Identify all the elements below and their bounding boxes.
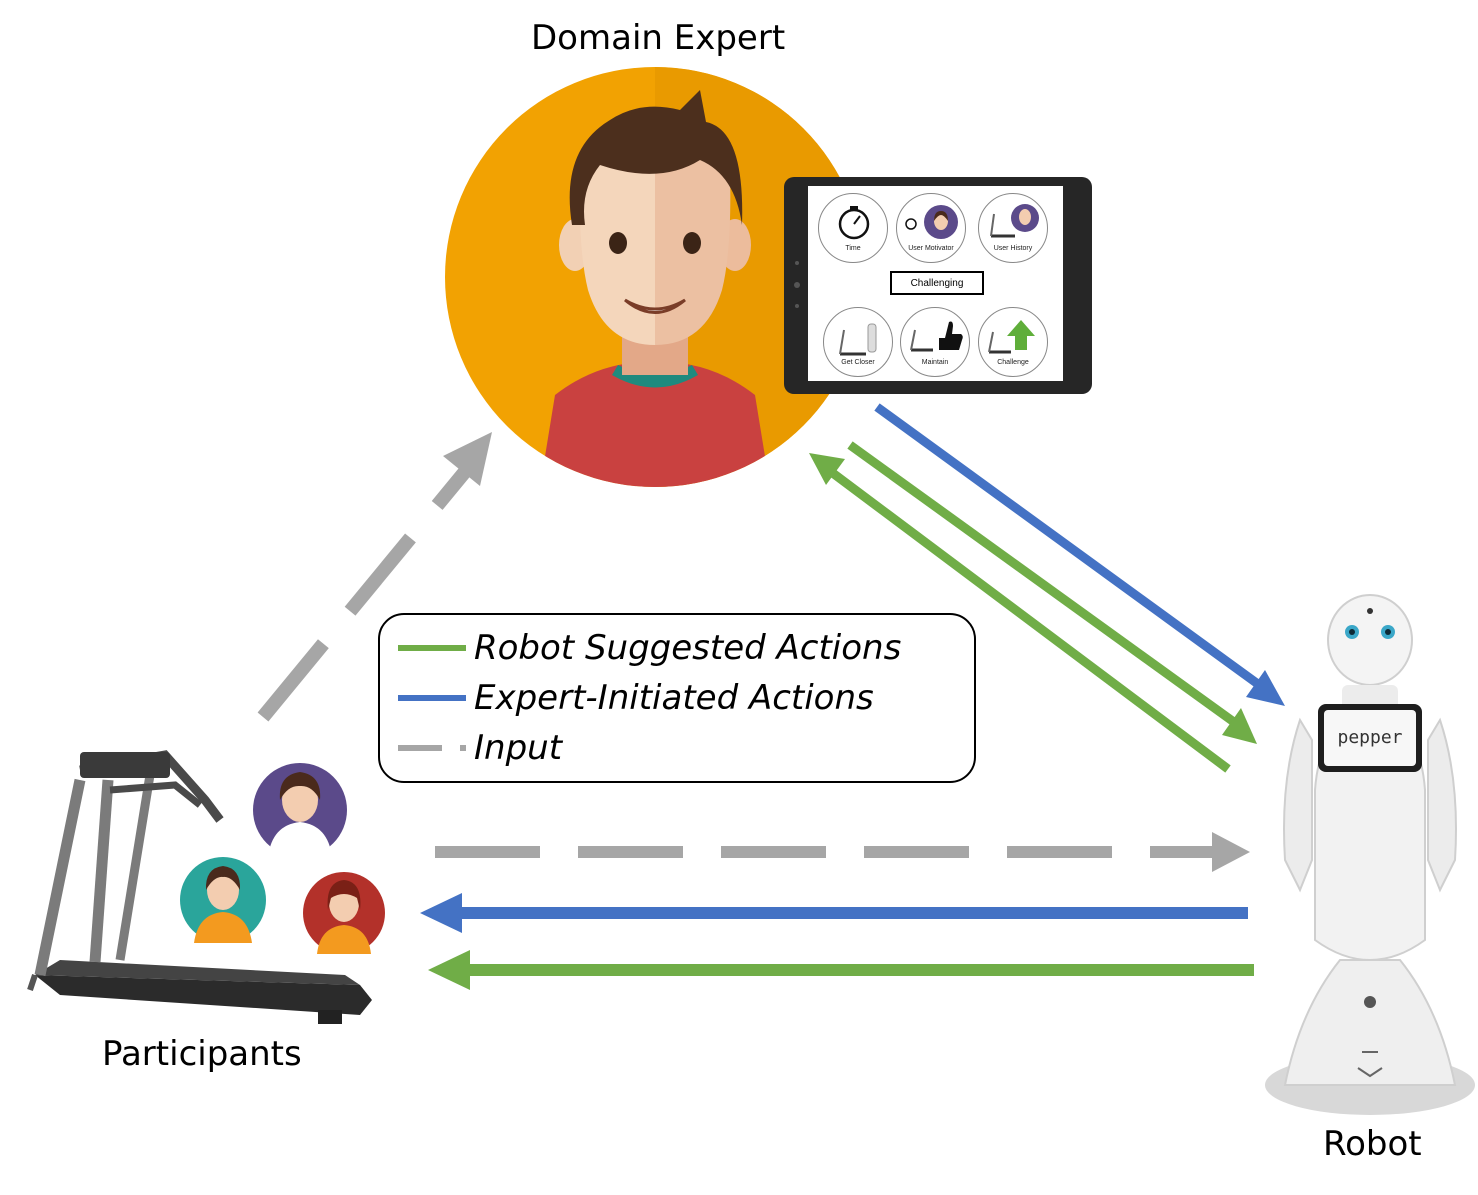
participants-to-expert-input — [257, 432, 492, 722]
tablet-button-label: Challenge — [997, 359, 1029, 366]
tablet-button-label: User History — [993, 245, 1033, 252]
pepper-robot — [1265, 594, 1475, 1115]
tablet-button-challenge[interactable]: Challenge — [978, 307, 1048, 377]
arrowhead-blue-to-robot — [1246, 670, 1285, 706]
tablet-button-maintain[interactable]: Maintain — [900, 307, 970, 377]
arrowhead-green-to-robot — [1222, 708, 1257, 744]
tablet-button-user-motivator[interactable]: User Motivator — [896, 193, 966, 263]
participant-avatar-purple — [253, 763, 347, 857]
legend-swatch-gray-dashed — [398, 745, 466, 751]
treadmill-robot-icon — [839, 323, 877, 356]
participant-avatar-red — [303, 872, 385, 954]
legend-label: Expert-Initiated Actions — [474, 678, 874, 718]
participant-avatar-teal — [180, 857, 266, 943]
robot-screen-text: pepper — [1337, 727, 1402, 748]
thumbs-up-icon — [910, 321, 963, 352]
tablet-button-label: User Motivator — [908, 245, 954, 252]
expert-robot-arrows — [809, 403, 1285, 773]
legend: Robot Suggested Actions Expert-Initiated… — [378, 613, 976, 783]
tablet-button-label: Time — [845, 245, 861, 252]
arrow-robot-to-expert-green — [827, 467, 1231, 773]
tablet-button-label: Maintain — [921, 359, 949, 366]
participants-robot-arrows — [420, 832, 1254, 990]
lightbulb-user-icon — [905, 205, 958, 239]
up-arrow-icon — [988, 320, 1035, 354]
tablet-button-get-closer[interactable]: Get Closer — [823, 307, 893, 377]
participants-label: Participants — [102, 1034, 302, 1074]
arrow-expert-to-robot-blue — [874, 403, 1265, 691]
legend-swatch-green — [398, 645, 466, 651]
arrowhead-input-to-robot — [1212, 832, 1250, 872]
stopwatch-icon — [838, 206, 870, 240]
arrowhead-blue-to-participants — [420, 893, 462, 933]
legend-item-expert-initiated: Expert-Initiated Actions — [398, 675, 874, 721]
tablet-status-box: Challenging — [890, 271, 984, 295]
legend-label: Robot Suggested Actions — [474, 628, 902, 668]
tablet-button-label: Get Closer — [841, 359, 875, 366]
legend-item-input: Input — [398, 725, 562, 771]
treadmill — [27, 750, 372, 1024]
tablet-button-time[interactable]: Time — [818, 193, 888, 263]
legend-swatch-blue — [398, 695, 466, 701]
legend-label: Input — [474, 728, 563, 768]
arrow-expert-to-robot-green — [847, 441, 1241, 729]
legend-item-robot-suggested: Robot Suggested Actions — [398, 625, 901, 671]
arrowhead-green-to-participants — [428, 950, 470, 990]
arrowhead-green-to-expert — [809, 453, 845, 485]
tablet-button-user-history[interactable]: User History — [978, 193, 1048, 263]
treadmill-user-icon — [990, 204, 1039, 238]
expert-label: Domain Expert — [531, 18, 786, 58]
robot-label: Robot — [1323, 1124, 1422, 1164]
